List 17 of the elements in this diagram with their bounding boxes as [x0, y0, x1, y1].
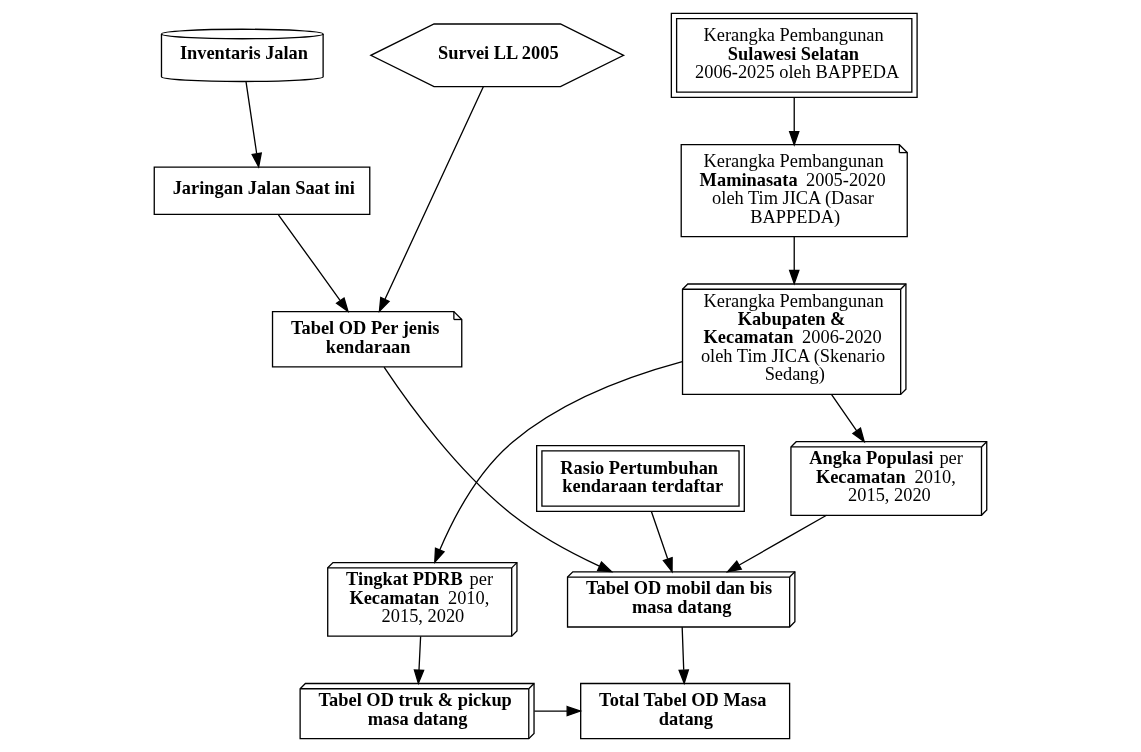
arrow — [413, 635, 425, 686]
arrow — [533, 705, 583, 717]
arrow — [788, 96, 800, 147]
node-box: Rasio Pertumbuhan kendaraan terdaftar — [536, 445, 745, 512]
arrow — [383, 366, 614, 573]
arrow — [378, 86, 484, 314]
arrow — [788, 236, 800, 286]
node-box: Jaringan Jalan Saat ini — [153, 166, 371, 215]
arrow — [725, 514, 828, 573]
arrow — [434, 361, 683, 564]
arrow — [245, 81, 263, 169]
arrow — [650, 510, 673, 574]
arrow — [830, 393, 866, 444]
arrow — [678, 626, 690, 686]
arrow — [277, 214, 350, 313]
node-box: Total Tabel OD Masa datang — [580, 682, 791, 740]
node-box: Kerangka Pembangunan Sulawesi Selatan 2006-2025 oleh BAPPEDA — [670, 12, 918, 99]
